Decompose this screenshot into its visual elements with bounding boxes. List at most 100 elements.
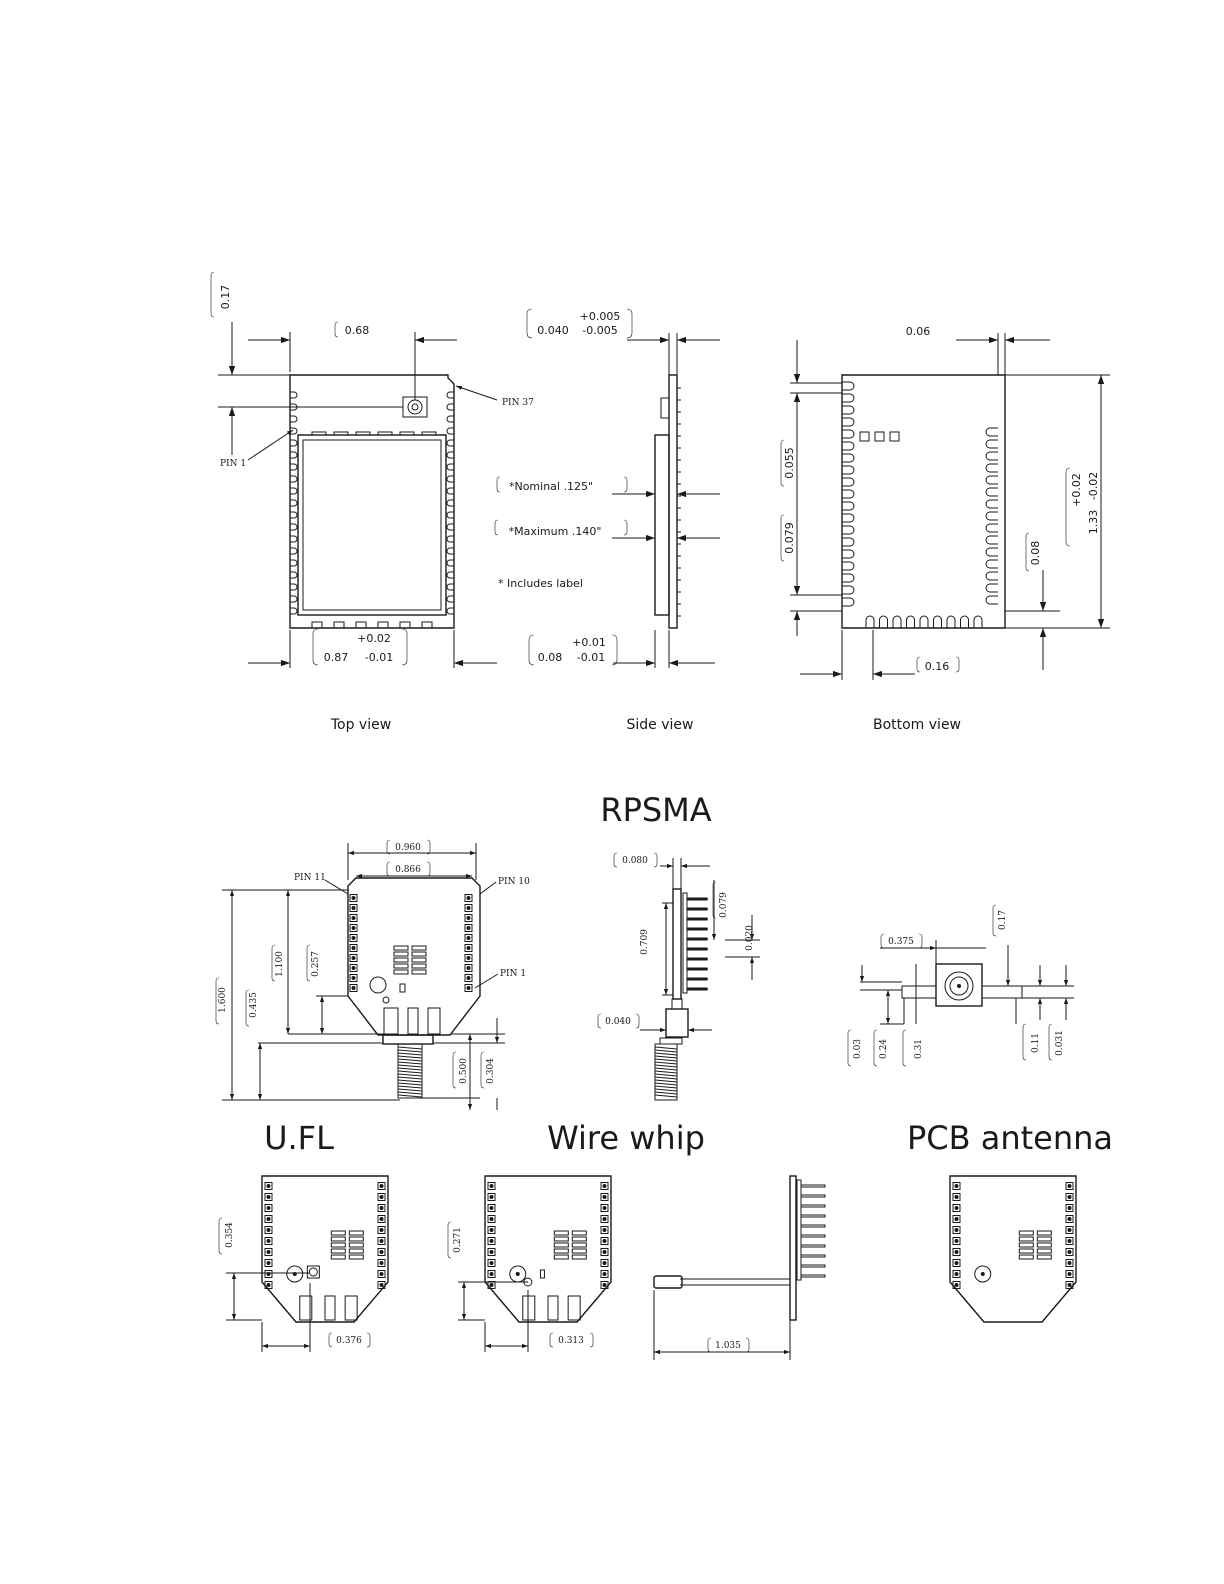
rpsma-tab-3 [427, 1007, 441, 1035]
caption-bottom-view: Bottom view [873, 717, 961, 733]
side-connector [660, 397, 670, 419]
rpsma-end-inner-ring [949, 976, 969, 996]
dim-0-040: 0.040 [537, 324, 569, 337]
dim-0-960: 0.960 [395, 843, 421, 853]
pad-2 [874, 431, 885, 442]
rpsma-side-nut [659, 1037, 683, 1045]
wire-whip-side: 1.035 [653, 1175, 826, 1360]
bottom-view: 0.06 0.055 0.079 0.08 +0.02 1.33 -0.02 [780, 325, 1110, 733]
side-view: +0.005 0.040 -0.005 *Nominal .125" *Maxi… [494, 308, 720, 733]
top-view: 0.17 0.68 +0.02 0.87 -0.01 PIN 37 PIN 1 … [210, 271, 534, 733]
dim-1-035: 1.035 [715, 1341, 741, 1351]
dim-0-080: 0.080 [622, 856, 648, 866]
dim-0-079-rpsma: 0.079 [719, 892, 729, 918]
nominal-label: *Nominal .125" [509, 480, 593, 493]
rpsma-end-view: 0.375 0.17 0.03 0.24 0.31 0.11 0.031 [847, 904, 1074, 1067]
pin-37-label: PIN 37 [502, 398, 534, 408]
rpsma-side-view: 0.080 0.709 0.079 0.020 0.040 [597, 852, 760, 1101]
rpsma-heading: RPSMA [600, 791, 711, 829]
dim-1-33: 1.33 [1087, 510, 1100, 535]
dim-1-100: 1.100 [275, 951, 285, 977]
rpsma-end-right-board [981, 985, 1023, 999]
dim-0-079: 0.079 [783, 522, 796, 554]
dim-0-055: 0.055 [783, 447, 796, 479]
dim-minus-0-005: -0.005 [582, 324, 617, 337]
dim-0-06: 0.06 [906, 325, 931, 338]
dim-0-435: 0.435 [249, 992, 259, 1018]
dim-1-600: 1.600 [218, 987, 228, 1013]
dim-0-500: 0.500 [459, 1058, 469, 1084]
bottom-castellations [842, 381, 998, 628]
rpsma-pin-10-label: PIN 10 [498, 877, 530, 887]
dim-minus-0-01: -0.01 [577, 651, 605, 664]
rpsma-small-hole [382, 996, 390, 1004]
pad-3 [889, 431, 900, 442]
rpsma-pin-holes [349, 894, 473, 992]
wire-whip-dimensions: 0.271 0.313 [447, 1221, 594, 1352]
ufl-heading: U.FL [264, 1119, 334, 1157]
dim-0-040: 0.040 [605, 1017, 631, 1027]
rpsma-side-neck [671, 998, 683, 1010]
dim-0-03: 0.03 [853, 1039, 863, 1059]
dim-0-11: 0.11 [1031, 1033, 1041, 1053]
rpsma-end-pin [957, 984, 961, 988]
rpsma-small-pad [399, 983, 406, 993]
shield-can [297, 434, 447, 616]
side-shield [654, 434, 670, 616]
dim-minus-0-02: -0.02 [1087, 472, 1100, 500]
dim-0-16: 0.16 [925, 660, 950, 673]
pad-1 [859, 431, 870, 442]
dim-0-304: 0.304 [486, 1058, 496, 1084]
dim-0-271: 0.271 [453, 1227, 463, 1253]
rpsma-front-view: 0.960 0.866 PIN 11 PIN 10 PIN 1 1.600 0.… [215, 839, 530, 1110]
bottom-outline [841, 374, 1006, 629]
top-view-castellations [290, 391, 454, 629]
whip-side-pins [800, 1184, 826, 1278]
dim-tol-plus: +0.02 [357, 632, 391, 645]
dim-plus-0-01: +0.01 [572, 636, 606, 649]
includes-label-note: * Includes label [498, 577, 583, 590]
dim-0-08: 0.08 [538, 651, 563, 664]
dim-0-375: 0.375 [888, 937, 914, 947]
dim-0-257: 0.257 [311, 951, 321, 977]
wire-whip-heading: Wire whip [547, 1119, 705, 1157]
dim-0-24: 0.24 [879, 1039, 889, 1059]
dim-0-020: 0.020 [745, 925, 755, 951]
rpsma-thread [397, 1046, 423, 1098]
rpsma-tab-2 [407, 1007, 419, 1035]
dim-0-313: 0.313 [558, 1336, 584, 1346]
whip-side-header [796, 1179, 802, 1281]
rpsma-end-outer-ring [944, 971, 974, 1001]
rpsma-connector-flange [382, 1034, 434, 1045]
dim-0-031: 0.031 [1055, 1030, 1065, 1056]
rpsma-end-left-board [901, 985, 937, 999]
caption-side-view: Side view [627, 717, 694, 733]
dim-0-354: 0.354 [225, 1222, 235, 1248]
rpsma-side-pins [686, 897, 708, 991]
rpsma-side-flange [665, 1008, 689, 1038]
rpsma-side-pcb [672, 888, 682, 1000]
dim-plus-0-005: +0.005 [580, 310, 621, 323]
shield-inner [302, 439, 442, 611]
wire-whip-module [484, 1175, 612, 1323]
dim-0-08-bottom: 0.08 [1029, 541, 1042, 566]
module-outline [289, 374, 455, 629]
rpsma-mount-hole [369, 976, 387, 994]
dim-0-17: 0.17 [219, 285, 232, 310]
pcb-antenna-heading: PCB antenna [907, 1119, 1113, 1157]
dim-0-709: 0.709 [640, 929, 650, 955]
ufl-module [261, 1175, 389, 1323]
dim-plus-0-02: +0.02 [1070, 473, 1083, 507]
dim-0-376: 0.376 [336, 1336, 362, 1346]
dim-0-68: 0.68 [345, 324, 370, 337]
dim-0-866: 0.866 [395, 865, 421, 875]
pcb-antenna-module [949, 1175, 1077, 1323]
rpsma-pin-11-label: PIN 11 [294, 873, 326, 883]
maximum-label: *Maximum .140" [509, 525, 602, 538]
rpsma-pin-1-label: PIN 1 [500, 969, 526, 979]
rpsma-side-header [682, 892, 688, 994]
ufl-dimensions: 0.354 0.376 [218, 1217, 371, 1352]
rpsma-chip-pads [393, 945, 427, 975]
dim-0-17-rpsma: 0.17 [998, 910, 1008, 930]
